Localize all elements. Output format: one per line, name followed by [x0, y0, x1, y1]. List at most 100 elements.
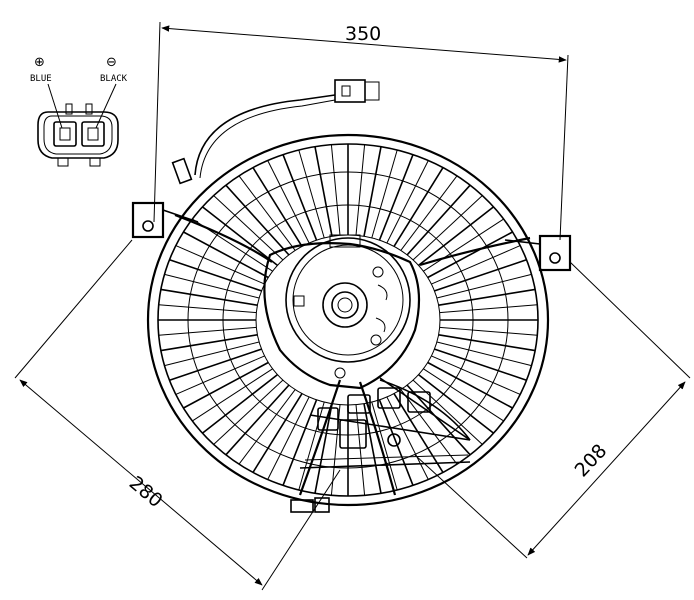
grill-spoke — [183, 361, 269, 409]
grill-spoke — [267, 160, 310, 244]
grill-spoke — [393, 167, 444, 247]
grill-spoke — [298, 149, 325, 239]
grill-spoke — [160, 288, 258, 306]
grill-spoke — [363, 146, 382, 237]
dimension-label-208: 208 — [571, 440, 612, 482]
grill-spoke — [434, 259, 527, 292]
mount-right — [504, 234, 572, 272]
dimension-350: 350 — [153, 21, 569, 241]
extension-line-280-a — [14, 239, 133, 379]
grill-spoke — [434, 348, 527, 381]
grill-spoke — [431, 355, 521, 395]
grill-spoke — [406, 184, 471, 256]
grill-spoke — [418, 206, 494, 267]
grill-radials — [158, 144, 538, 496]
terminal-minus — [81, 121, 105, 147]
grill-spoke — [418, 373, 494, 434]
grill-spoke — [386, 396, 429, 480]
connector-detail: ⊕ ⊖ BLUE BLACK — [30, 55, 128, 167]
arm-bottom-a — [298, 379, 342, 496]
grill-spoke — [363, 403, 382, 494]
shroud-outer-ring — [146, 133, 550, 507]
motor-body — [285, 237, 411, 363]
grill-spoke — [175, 355, 265, 395]
extension-line-right — [559, 54, 569, 241]
arm-right — [419, 236, 531, 267]
grill-spoke — [158, 326, 257, 336]
grill-spoke — [371, 401, 398, 491]
grill-spoke — [393, 393, 444, 473]
grill-spoke — [160, 334, 258, 352]
grill-spoke — [438, 334, 536, 352]
grill-spoke — [314, 146, 333, 237]
grill-spoke — [183, 231, 269, 279]
grill-spoke — [282, 154, 318, 241]
dimension-208: 208 — [414, 261, 691, 559]
plus-label: BLUE — [30, 74, 52, 84]
extension-line-208-b — [414, 454, 528, 559]
grill-spoke — [400, 175, 458, 251]
grill-spoke — [427, 361, 513, 409]
dimension-line-280 — [19, 379, 263, 586]
grill-spoke — [431, 245, 521, 285]
grill-spoke — [202, 206, 278, 267]
extension-line-208-a — [569, 261, 691, 379]
grill-spoke — [213, 195, 284, 261]
dimension-label-top: 350 — [345, 23, 381, 45]
motor-label-tag — [293, 295, 305, 307]
grill-spoke — [267, 396, 310, 480]
dimension-line-top — [161, 25, 567, 63]
hub-screw-bottom — [334, 367, 346, 379]
grill-spoke — [355, 144, 366, 236]
leader-plus — [47, 83, 63, 129]
bottom-screw — [387, 433, 401, 447]
grill-spoke — [225, 184, 290, 256]
wire-a — [194, 94, 336, 176]
grill-spoke — [378, 399, 414, 486]
motor-hub — [285, 234, 411, 379]
grill-spoke — [412, 379, 483, 445]
grill-spoke — [175, 245, 265, 285]
grill-spoke — [436, 273, 532, 299]
grill-spoke — [238, 389, 296, 465]
grill-spoke — [225, 384, 290, 456]
arm-left — [174, 213, 273, 263]
motor-plate — [263, 242, 421, 390]
grill-spoke — [386, 160, 429, 244]
mount-top-left-clip — [171, 157, 193, 185]
connector-housing — [37, 111, 119, 159]
terminal-plus — [53, 121, 77, 147]
grill-spoke — [164, 273, 260, 299]
grill-spoke — [427, 231, 513, 279]
grill-spoke — [330, 144, 341, 236]
extension-line-left — [153, 21, 161, 223]
grill-spoke — [439, 304, 538, 314]
grill-spoke — [202, 373, 278, 434]
grill-spoke — [238, 175, 296, 251]
grill-spoke — [164, 341, 260, 367]
grill-spoke — [371, 149, 398, 239]
wire-entry — [329, 234, 361, 248]
grill-spoke — [423, 368, 504, 422]
extension-line-280-b — [261, 469, 341, 591]
grill-spoke — [169, 348, 262, 381]
grill-spoke — [158, 304, 257, 314]
plus-symbol: ⊕ — [34, 55, 45, 70]
dimension-line-208 — [527, 381, 686, 556]
grill-spoke — [438, 288, 536, 306]
bracket-right — [538, 234, 572, 272]
bracket-left — [131, 201, 165, 239]
grill-spoke — [169, 259, 262, 292]
grill-spoke — [282, 399, 318, 486]
grill-spoke — [439, 326, 538, 336]
grill-spoke — [400, 389, 458, 465]
dimension-label-280: 280 — [125, 472, 167, 512]
motor-spider — [174, 213, 531, 496]
grill-spoke — [213, 379, 284, 445]
bottom-grill-panels — [299, 387, 471, 469]
grill-spoke — [192, 368, 273, 422]
grill-spoke — [252, 393, 303, 473]
grill-spoke — [436, 341, 532, 367]
grill-spoke — [412, 195, 483, 261]
